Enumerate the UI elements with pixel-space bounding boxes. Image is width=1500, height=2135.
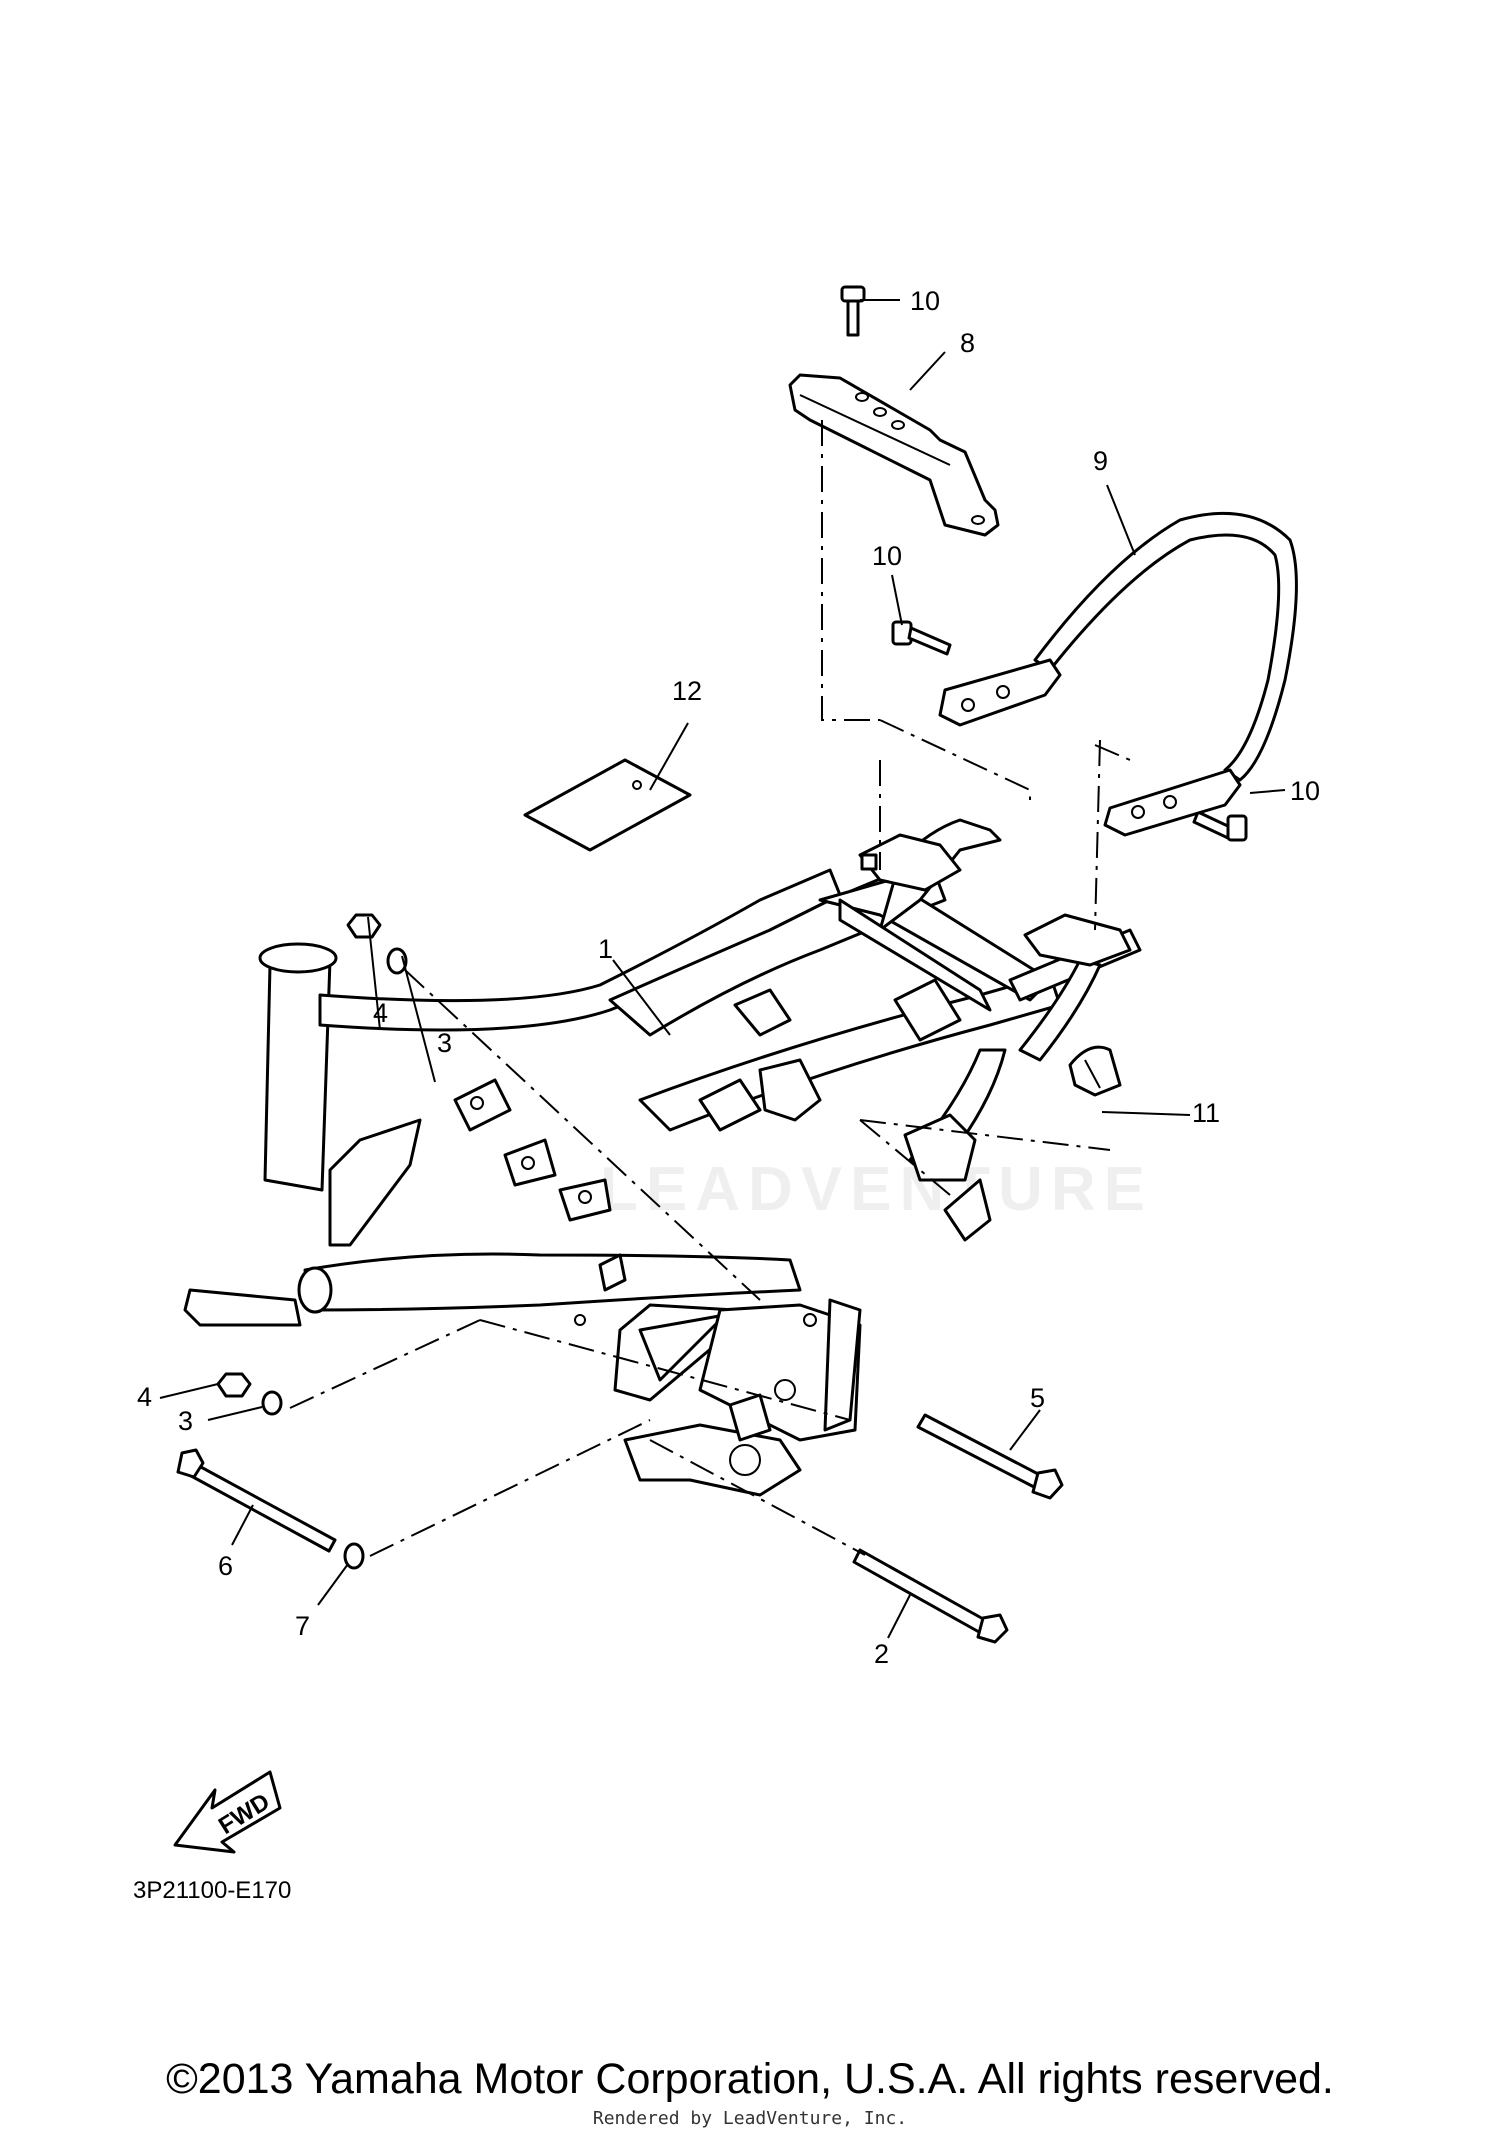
callout-10-top: 10 <box>910 286 940 316</box>
callouts: 10 8 9 10 12 10 1 4 3 11 4 3 5 6 7 2 <box>137 286 1320 1669</box>
callout-3-upper: 3 <box>437 1028 452 1058</box>
part-4-nut-upper <box>346 913 382 939</box>
watermark-text: LEADVENTURE <box>600 1155 1153 1224</box>
callout-5: 5 <box>1030 1383 1045 1413</box>
callout-9: 9 <box>1093 446 1108 476</box>
part-12-label <box>523 758 692 852</box>
part-4-nut-lower <box>216 1372 252 1398</box>
alignment-lines <box>289 420 1131 1557</box>
bolt-10-top <box>840 285 866 337</box>
callout-11: 11 <box>1192 1098 1220 1128</box>
bolt-10-middle <box>891 620 952 656</box>
callout-12: 12 <box>672 676 702 706</box>
part-9-grab-bar <box>938 511 1298 837</box>
callout-8: 8 <box>960 328 975 358</box>
callout-10-middle: 10 <box>872 541 902 571</box>
rendered-by-notice: Rendered by LeadVenture, Inc. <box>592 2108 908 2129</box>
part-1-frame <box>183 818 1142 1497</box>
callout-3-lower: 3 <box>178 1406 193 1436</box>
callout-2: 2 <box>874 1639 889 1669</box>
fwd-arrow-icon: FWD <box>173 1770 282 1854</box>
part-2-bolt <box>852 1548 1009 1644</box>
part-8-bracket <box>788 373 1000 537</box>
diagram-code: 3P21100-E170 <box>133 1877 291 1904</box>
part-3-washer-upper <box>386 947 408 975</box>
leader-lines <box>159 299 1286 1639</box>
copyright-notice: ©2013 Yamaha Motor Corporation, U.S.A. A… <box>166 2055 1334 2103</box>
part-7-washer <box>343 1542 365 1570</box>
callout-4-upper: 4 <box>373 998 388 1028</box>
callout-4-lower: 4 <box>137 1382 152 1412</box>
bolt-10-right <box>1192 810 1248 842</box>
part-5-bolt <box>916 1413 1064 1500</box>
callout-6: 6 <box>218 1551 233 1581</box>
callout-1: 1 <box>598 934 613 964</box>
part-11-clamp <box>1068 1045 1122 1097</box>
callout-10-right: 10 <box>1290 776 1320 806</box>
part-3-washer-lower <box>261 1390 283 1416</box>
part-6-bolt <box>176 1448 337 1553</box>
callout-7: 7 <box>295 1611 310 1641</box>
